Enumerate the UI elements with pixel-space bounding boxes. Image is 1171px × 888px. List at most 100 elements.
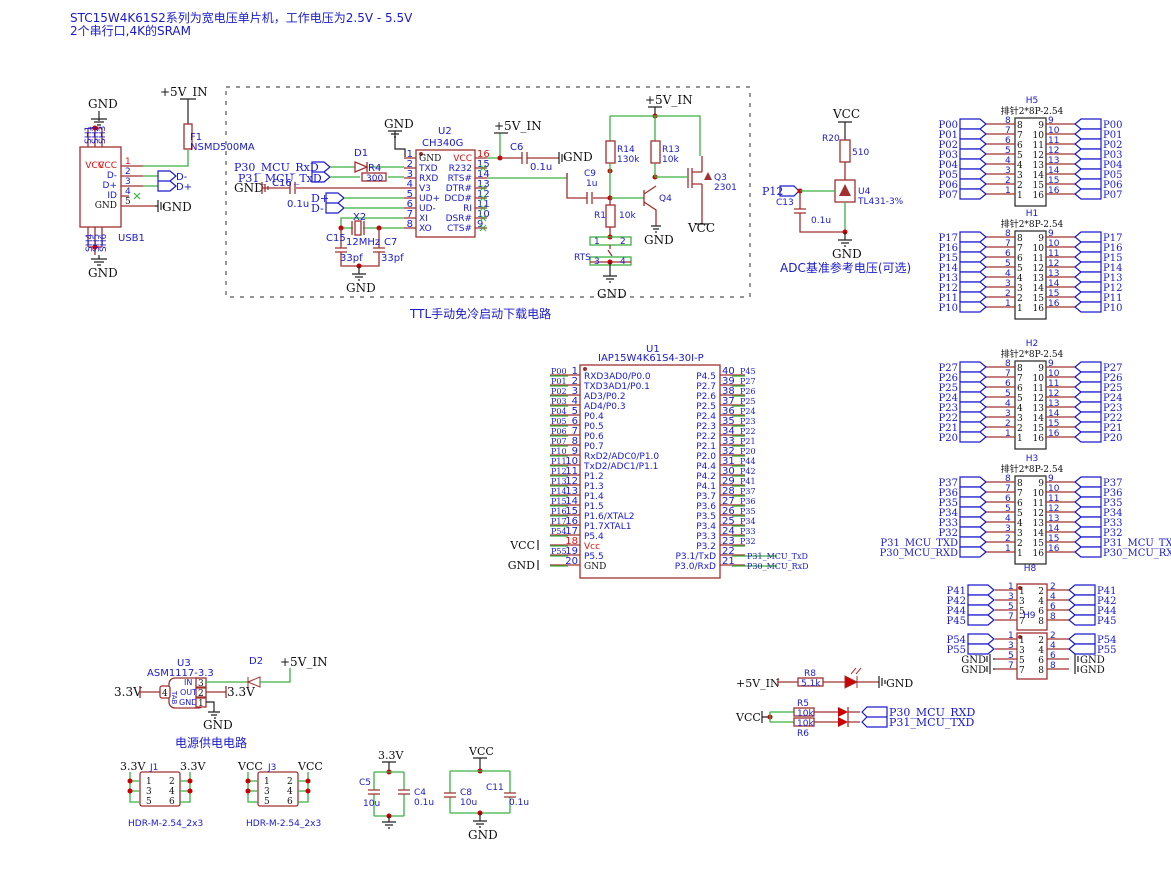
- mcu-pin-number: 40: [722, 366, 735, 377]
- mcu-net-label: P03: [551, 397, 567, 406]
- mcu-net-label: P35: [740, 507, 756, 516]
- svg-text:U3: U3: [177, 658, 191, 669]
- pin-number: 12: [1033, 394, 1044, 404]
- mcu-net-label: P00: [551, 367, 567, 376]
- pin-number: 13: [1048, 269, 1059, 279]
- mcu-pin-number: 34: [722, 426, 735, 437]
- net-label: P17: [939, 233, 958, 244]
- svg-text:R8: R8: [804, 669, 816, 679]
- pin-number: 2: [1017, 539, 1023, 549]
- svg-text:R14: R14: [617, 145, 635, 155]
- net-label: P17: [1103, 233, 1122, 244]
- crystal-x2: [354, 220, 362, 236]
- net-label: P21: [1103, 423, 1122, 434]
- pin-number: 13: [1033, 404, 1045, 414]
- mcu-pin-name: P2.3: [696, 422, 716, 432]
- pin-number: 5: [1017, 394, 1023, 404]
- pin-number: 11: [1048, 136, 1059, 146]
- pin-number: 6: [1017, 384, 1023, 394]
- net-port-icon: [1074, 371, 1102, 383]
- mcu-net-label: P10: [551, 447, 567, 456]
- mcu-pin-number: 8: [572, 436, 578, 447]
- pin-number: 4: [1038, 597, 1044, 607]
- mcu-pin-number: 13: [565, 486, 578, 497]
- header-ref: H8: [1024, 564, 1037, 574]
- mcu-pin-name: P3.5: [696, 512, 716, 522]
- net-label: P37: [939, 478, 958, 489]
- net-port-icon: [959, 261, 987, 273]
- svg-text:0.1u: 0.1u: [509, 798, 529, 808]
- net-label: P06: [1103, 180, 1122, 191]
- pin-number: 9: [1048, 116, 1054, 126]
- pin-number: 10: [1048, 126, 1060, 136]
- svg-text:GND: GND: [597, 287, 627, 301]
- mcu-pin-name: P1.6/XTAL2: [584, 512, 634, 522]
- u2-pin-name: DSR#: [446, 214, 472, 224]
- pin-number: 5: [1005, 259, 1011, 269]
- net-label: P15: [939, 253, 958, 264]
- gnd-icon: [155, 200, 165, 212]
- jumper-value: HDR-M-2.54_2x3: [128, 819, 203, 829]
- mcu-net-label: P34: [740, 517, 756, 526]
- mcu-net-label: VCC: [509, 539, 535, 552]
- net-label: P36: [1103, 488, 1122, 499]
- net-label: GND: [961, 655, 986, 666]
- capacitor-c16: [289, 182, 296, 194]
- pin-number: 1: [1017, 549, 1023, 559]
- pin-number: 14: [1048, 409, 1060, 419]
- net-label: VCC: [297, 760, 323, 773]
- u2-pin-name: R232: [449, 164, 472, 174]
- net-label: P44: [1097, 606, 1116, 617]
- net-port-icon: [959, 291, 987, 303]
- header-ref: H3: [1026, 454, 1039, 464]
- u2-pin-name: CTS#: [447, 224, 472, 234]
- svg-text:GND: GND: [468, 828, 498, 842]
- u2-pin-name: RXD: [419, 174, 438, 184]
- pin-number: 8: [1005, 359, 1011, 369]
- mcu-net-label: P22: [740, 427, 756, 436]
- svg-text:3: 3: [198, 679, 204, 689]
- net-port-icon: [325, 192, 345, 214]
- svg-text:D2: D2: [249, 656, 263, 667]
- mcu-pin-number: 24: [722, 526, 735, 537]
- pin-number: 8: [1038, 617, 1044, 627]
- pin-number: 4: [1050, 592, 1056, 602]
- svg-text:GND: GND: [95, 201, 117, 211]
- ttl-section-title: TTL手动免冷启动下载电路: [409, 306, 551, 321]
- pin-number: 2: [287, 777, 293, 787]
- pin-number: 2: [1050, 631, 1056, 641]
- net-port-icon: [1074, 138, 1102, 150]
- usb1-ref: USB1: [118, 233, 145, 244]
- pin-number: 9: [1048, 359, 1054, 369]
- pin-number: 14: [1033, 284, 1045, 294]
- pin-number: 1: [1017, 434, 1023, 444]
- pin-number: 6: [1005, 136, 1011, 146]
- svg-text:0.1u: 0.1u: [811, 216, 831, 226]
- pin-number: 15: [1048, 419, 1059, 429]
- net-label: P00: [1103, 120, 1122, 131]
- svg-text:3.3V: 3.3V: [378, 749, 404, 762]
- mcu-net-label: P33: [740, 527, 756, 536]
- mcu-pin-number: 12: [565, 476, 578, 487]
- pin-number: 2: [1038, 636, 1044, 646]
- pin-number: 4: [1005, 399, 1011, 409]
- net-port-icon: [1074, 291, 1102, 303]
- svg-text:P31_MCU_TXD: P31_MCU_TXD: [889, 716, 975, 729]
- pin-number: 12: [1048, 259, 1059, 269]
- u2-pin-number: 4: [407, 179, 413, 190]
- net-label: P11: [939, 293, 958, 304]
- svg-text:P30_MCU_RxD: P30_MCU_RxD: [234, 161, 319, 174]
- pin-number: 7: [1017, 374, 1023, 384]
- power-title: 电源供电电路: [175, 735, 247, 750]
- svg-text:D1: D1: [354, 148, 368, 159]
- mcu-pin-name: P4.2: [696, 472, 716, 482]
- svg-text:1u: 1u: [586, 179, 597, 189]
- mcu-net-label: P11: [551, 457, 567, 466]
- pin-number: 7: [1019, 666, 1025, 676]
- pin-number: 2: [1017, 294, 1023, 304]
- note-line-1: STC15W4K61S2系列为宽电压单片机，工作电压为2.5V - 5.5V: [70, 10, 413, 25]
- pin-number: 13: [1048, 156, 1059, 166]
- svg-text:GND: GND: [88, 266, 118, 280]
- fuse-f1: [183, 123, 193, 150]
